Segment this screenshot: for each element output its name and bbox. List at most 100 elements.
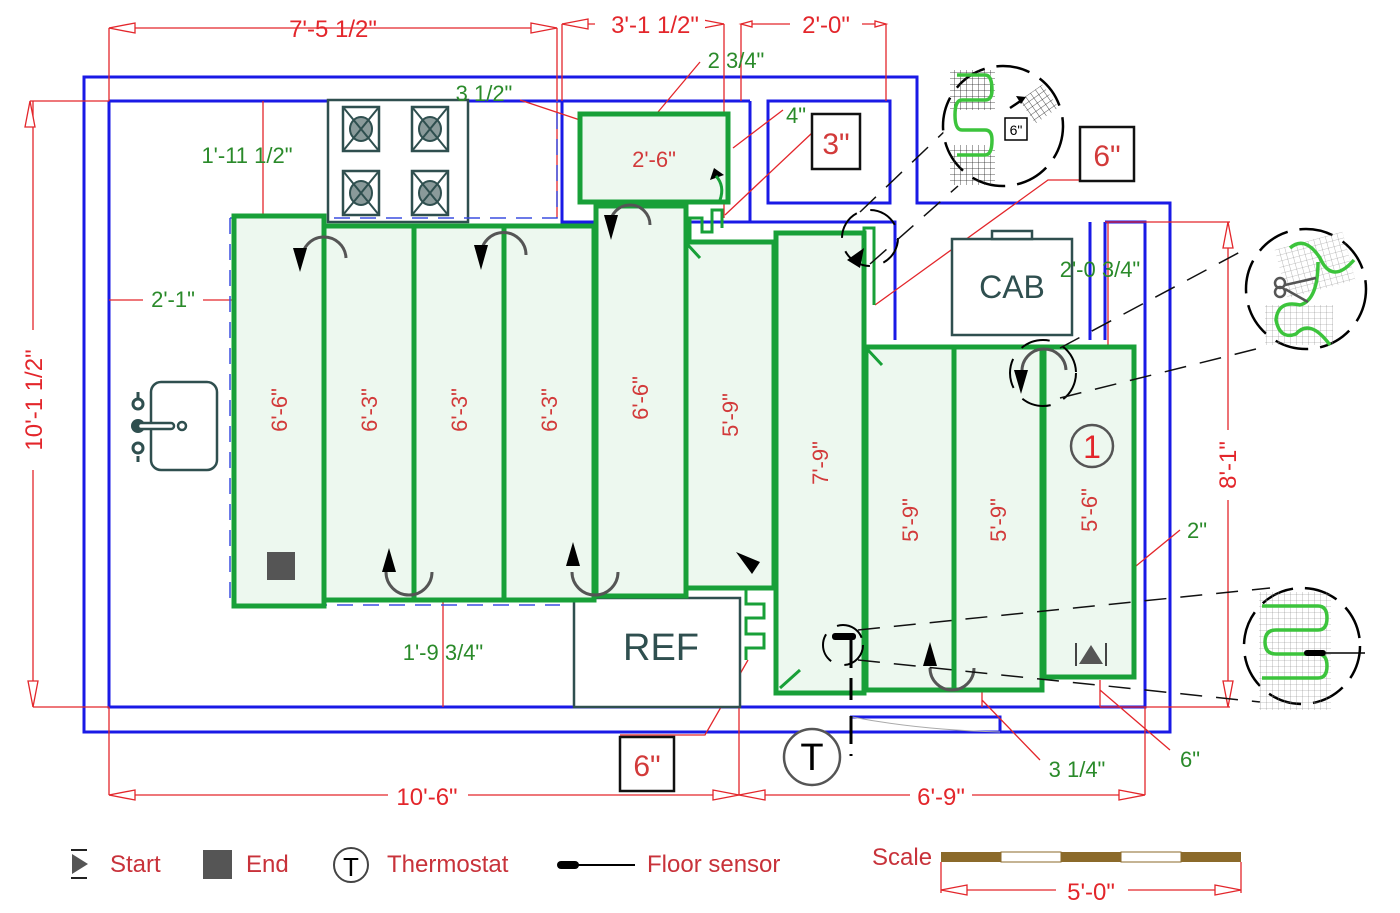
- outer-wall: [82, 75, 1172, 734]
- mat-length-label: 5'-9": [718, 393, 743, 437]
- arrow-down-icon: [604, 215, 618, 240]
- cabinet-outline: [229, 101, 560, 606]
- cabinet: CAB: [950, 229, 1074, 337]
- clearance-label: 3 1/4": [1049, 757, 1106, 782]
- sink: [131, 380, 219, 472]
- burner-icon: [410, 105, 450, 153]
- mat-length-label: 6'-3": [537, 388, 562, 432]
- stove: [326, 98, 470, 224]
- thermostat-icon: [782, 727, 842, 787]
- mat-labels: 6'-6" 6'-3" 6'-3" 6'-3" 6'-6" 5'-9" 7'-9…: [267, 147, 1102, 542]
- cab-label: CAB: [979, 269, 1045, 305]
- dim-top-middle: 3'-1 1/2": [611, 12, 699, 39]
- burner-icon: [341, 105, 381, 153]
- mat-length-label: 2'-6": [632, 147, 676, 172]
- dim-right-height: 8'-1": [1215, 441, 1242, 489]
- clearance-label: 4": [786, 103, 806, 128]
- heating-mat[interactable]: [501, 223, 597, 603]
- legend-end: End: [203, 850, 289, 879]
- legend-floor-sensor: Floor sensor: [557, 851, 780, 878]
- callout-6in-bottom: 6": [618, 735, 676, 793]
- mat-length-label: 6'-3": [357, 388, 382, 432]
- mat-length-label: 5'-9": [898, 498, 923, 542]
- chase-box: [766, 99, 892, 205]
- ref-label: REF: [623, 627, 699, 669]
- svg-text:6": 6": [633, 750, 660, 783]
- clearance-label: 2": [1187, 518, 1207, 543]
- burner-icon: [341, 169, 381, 217]
- mat-length-label: 6'-6": [628, 376, 653, 420]
- dimension-labels: 7'-5 1/2" 3'-1 1/2" 2'-0" 10'-1 1/2" 8'-…: [18, 8, 1242, 811]
- heating-mat[interactable]: [683, 239, 777, 591]
- arrow-up-icon: [382, 548, 396, 572]
- arrow-down-icon: [474, 245, 488, 270]
- legend-thermostat: T Thermostat: [333, 847, 509, 883]
- start-marker-icon: [1075, 643, 1107, 666]
- start-icon: [72, 854, 88, 874]
- arrow-up-icon: [736, 552, 760, 574]
- dim-bottom-right: 6'-9": [917, 784, 965, 811]
- heating-mat[interactable]: [411, 223, 507, 603]
- scale-length: 5'-0": [1067, 879, 1115, 906]
- mat-length-label: 6'-6": [267, 388, 292, 432]
- dimension-lines: [24, 18, 1234, 801]
- door-step: [850, 715, 1002, 732]
- dim-left-height: 10'-1 1/2": [21, 349, 48, 450]
- thermostat: T: [782, 727, 842, 787]
- heating-mat[interactable]: [863, 344, 957, 693]
- cable-loop: [862, 226, 876, 305]
- clearance-label: 2'-0 3/4": [1060, 257, 1141, 282]
- arrow-up-icon: [710, 168, 724, 180]
- cable-corner: [686, 243, 884, 690]
- svg-text:6": 6": [1010, 122, 1023, 138]
- door-swing: [851, 716, 1001, 733]
- svg-text:3": 3": [822, 128, 849, 161]
- svg-text:T: T: [343, 852, 359, 882]
- end-marker-icon: [267, 552, 295, 580]
- cable-loop: [688, 208, 724, 242]
- svg-text:Floor sensor: Floor sensor: [647, 851, 780, 878]
- dim-top-right: 2'-0": [802, 12, 850, 39]
- detail-cut-mat: [1244, 227, 1368, 351]
- mat-length-label: 5'-9": [986, 498, 1011, 542]
- dim-top-left: 7'-5 1/2": [289, 16, 377, 43]
- svg-text:6": 6": [1093, 140, 1120, 173]
- callout-3in: 3": [810, 112, 862, 171]
- scale-bar: Scale 5'-0": [872, 844, 1242, 906]
- heating-mat[interactable]: [1041, 344, 1137, 680]
- clearance-label: 3 1/2": [456, 81, 513, 106]
- heating-mat[interactable]: [577, 111, 731, 205]
- svg-text:Start: Start: [110, 851, 161, 878]
- clearance-label: 1'-11 1/2": [201, 143, 292, 168]
- scissors-icon: [1273, 276, 1317, 304]
- legend: Start End T Thermostat Floor sensor: [71, 847, 780, 883]
- clearance-label: 6": [1180, 747, 1200, 772]
- arrow-down-icon: [1014, 370, 1028, 394]
- legend-start: Start: [71, 849, 161, 879]
- thermostat-symbol: T: [800, 737, 823, 779]
- clearance-label: 2'-1": [151, 287, 195, 312]
- clearance-label: 1'-9 3/4": [403, 640, 484, 665]
- mat-length-label: 5'-6": [1077, 488, 1102, 532]
- heating-mat[interactable]: [593, 203, 689, 599]
- detail-sensor-mat: [1242, 586, 1365, 710]
- cable-loop: [744, 586, 770, 660]
- zone-marker: 1: [1069, 423, 1115, 469]
- mat-length-label: 6'-3": [447, 388, 472, 432]
- svg-text:Thermostat: Thermostat: [387, 851, 509, 878]
- mat-length-label: 7'-9": [808, 441, 833, 485]
- callout-6in-top: 6": [1078, 125, 1136, 183]
- heating-mat[interactable]: [951, 344, 1045, 693]
- end-icon: [203, 850, 232, 879]
- detail-turn-mat: 6": [941, 64, 1065, 188]
- svg-text:End: End: [246, 851, 289, 878]
- arrow-down-icon: [293, 248, 307, 272]
- arrow-up-icon: [923, 642, 937, 666]
- clearance-label: 2 3/4": [708, 48, 765, 73]
- burner-icon: [410, 169, 450, 217]
- floor-sensor: [832, 633, 856, 756]
- refrigerator: REF: [572, 596, 742, 709]
- floor-sensor-icon: [557, 861, 579, 869]
- thermostat-icon: [333, 847, 369, 883]
